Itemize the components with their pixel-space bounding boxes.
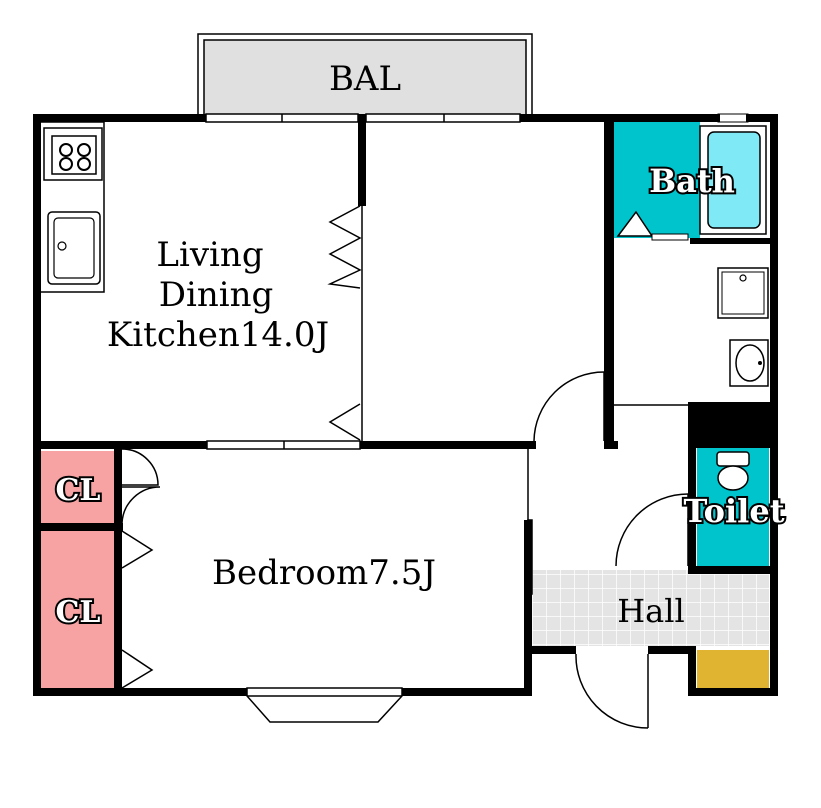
bath-window (717, 113, 749, 123)
bath-label: Bath (649, 162, 735, 200)
kitchen-sink (47, 211, 101, 285)
hall-floor (531, 570, 769, 646)
ldk-label-line2: Dining (159, 275, 274, 315)
stove (43, 127, 103, 181)
hall-label: Hall (617, 592, 684, 630)
windows (205, 113, 533, 723)
bath-area (614, 122, 700, 238)
ldk-label-line1: Living (156, 235, 263, 275)
bathtub (699, 125, 767, 235)
closet-bottom-label: CL (56, 595, 101, 630)
toilet-fixture (688, 402, 774, 491)
washing-machine-space (717, 267, 769, 319)
closet-bottom-area (40, 531, 114, 688)
closet-top-area (40, 451, 114, 523)
balcony-label: BAL (329, 59, 401, 99)
balcony (197, 33, 533, 119)
walls (33, 114, 778, 696)
bedroom-label: Bedroom7.5J (212, 553, 436, 593)
closet-top-label: CL (56, 473, 101, 508)
doors (121, 205, 689, 729)
bath-door (616, 210, 689, 241)
toilet-label: Toilet (684, 492, 785, 530)
partitions (361, 206, 688, 520)
wash-basin (729, 339, 769, 387)
shoe-box (697, 650, 769, 688)
ldk-label-line3: Kitchen14.0J (107, 315, 329, 355)
